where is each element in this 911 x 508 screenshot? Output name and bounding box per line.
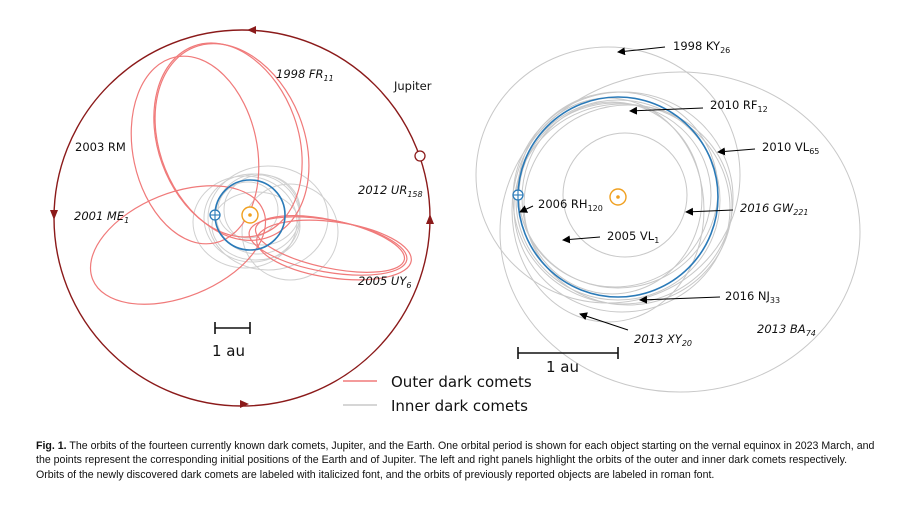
earth-icon bbox=[512, 189, 524, 201]
arrow-2010-rf12 bbox=[629, 106, 704, 115]
arrow-2013-xy20 bbox=[579, 312, 629, 331]
legend-outer-label: Outer dark comets bbox=[391, 373, 532, 391]
sun-icon bbox=[241, 206, 259, 224]
orbit-1998-fr11 bbox=[154, 43, 310, 241]
left-inner-orbit bbox=[192, 175, 298, 269]
figure-caption: Fig. 1. The orbits of the fourteen curre… bbox=[36, 439, 876, 482]
orbit-2003-rm bbox=[130, 55, 260, 245]
orbit-2016-gw221 bbox=[523, 104, 733, 306]
jupiter-direction-arrow bbox=[50, 210, 58, 220]
label-2006-rh120: 2006 RH120 bbox=[538, 197, 603, 213]
left-inner-orbit bbox=[241, 183, 339, 281]
arrow-2016-nj33 bbox=[639, 295, 721, 304]
right-panel: 1998 KY26 2010 RF12 2010 VL65 2006 RH120… bbox=[475, 39, 861, 393]
orbit-1998-fr11 bbox=[153, 42, 303, 238]
label-1998-ky26: 1998 KY26 bbox=[673, 39, 730, 55]
left-scale-label: 1 au bbox=[212, 342, 245, 360]
arrow-2006-rh120 bbox=[519, 205, 534, 213]
label-2012-ur158: 2012 UR158 bbox=[358, 183, 423, 199]
label-2001-me1: 2001 ME1 bbox=[74, 209, 129, 225]
left-scale-bar bbox=[214, 322, 251, 334]
label-2010-rf12: 2010 RF12 bbox=[710, 98, 768, 114]
left-panel: 1998 FR11 Jupiter 2003 RM 2012 UR158 200… bbox=[50, 26, 434, 408]
orbit-2005-vl1 bbox=[562, 132, 688, 258]
earth-icon bbox=[209, 209, 221, 221]
label-2013-xy20: 2013 XY20 bbox=[634, 332, 692, 348]
orbit-2005-uy6 bbox=[254, 215, 406, 273]
right-label-arrows bbox=[519, 46, 756, 331]
orbit-2001-me1 bbox=[89, 185, 267, 305]
label-2005-uy6: 2005 UY6 bbox=[358, 274, 411, 290]
jupiter-direction-arrow bbox=[240, 400, 249, 408]
left-inner-orbit bbox=[217, 181, 279, 239]
label-2016-gw221: 2016 GW221 bbox=[740, 201, 809, 217]
arrow-2005-vl1 bbox=[562, 235, 601, 244]
legend-inner-label: Inner dark comets bbox=[391, 397, 528, 415]
left-outer-orbits bbox=[89, 42, 412, 305]
legend: Outer dark comets Inner dark comets bbox=[343, 373, 532, 415]
caption-text: The orbits of the fourteen currently kno… bbox=[36, 440, 875, 481]
arrow-2010-vl65 bbox=[717, 147, 756, 156]
sun-icon bbox=[609, 188, 627, 206]
left-inner-orbit bbox=[207, 165, 329, 271]
label-2003-rm: 2003 RM bbox=[75, 140, 126, 154]
left-inner-orbit bbox=[223, 174, 301, 246]
orbit-2016-nj33 bbox=[513, 103, 731, 313]
figure: 1998 FR11 Jupiter 2003 RM 2012 UR158 200… bbox=[50, 26, 861, 415]
label-2005-vl1: 2005 VL1 bbox=[607, 229, 659, 245]
jupiter-direction-arrow bbox=[426, 214, 434, 224]
right-scale-label: 1 au bbox=[546, 358, 579, 376]
label-2010-vl65: 2010 VL65 bbox=[762, 140, 819, 156]
orbit-2013-ba74 bbox=[499, 71, 861, 393]
jupiter-direction-arrow bbox=[247, 26, 256, 34]
caption-label: Fig. 1. bbox=[36, 440, 67, 452]
label-2016-nj33: 2016 NJ33 bbox=[725, 289, 780, 305]
arrow-1998-ky26 bbox=[617, 46, 666, 56]
label-2013-ba74: 2013 BA74 bbox=[757, 322, 816, 338]
arrow-2016-gw221 bbox=[685, 207, 734, 216]
right-scale-bar bbox=[517, 347, 619, 359]
orbit-2005-uy6 bbox=[256, 219, 412, 281]
label-1998-fr11: 1998 FR11 bbox=[276, 67, 334, 83]
jupiter-marker bbox=[414, 150, 426, 162]
label-jupiter: Jupiter bbox=[393, 79, 432, 93]
